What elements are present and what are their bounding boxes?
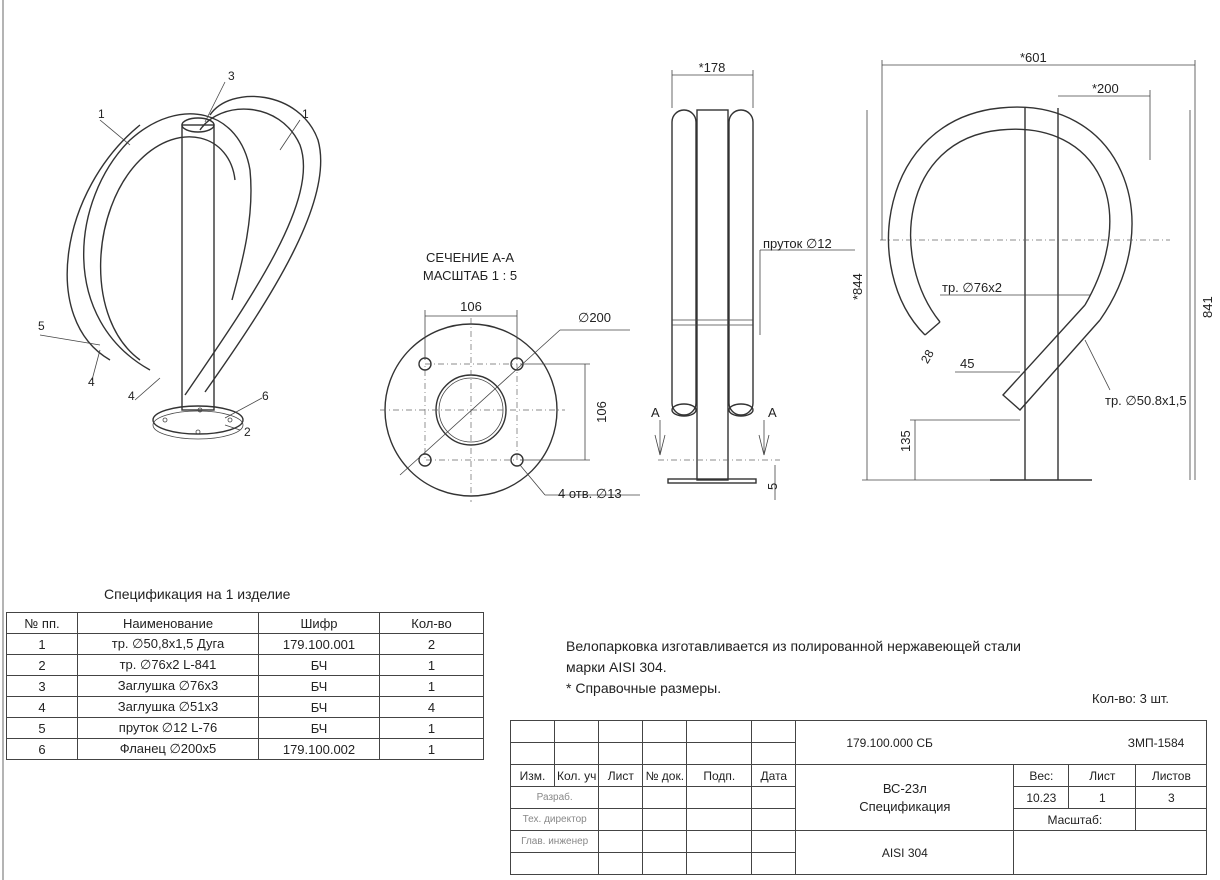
- cell: тр. ∅76x2 L-841: [77, 654, 259, 676]
- role-developer: Разраб.: [509, 786, 600, 809]
- spec-title: Спецификация на 1 изделие: [104, 586, 291, 602]
- role-tech-director: Тех. директор: [509, 808, 600, 831]
- section-mark-right: A: [768, 405, 777, 420]
- cell: 1: [379, 738, 484, 760]
- weight-value: 10.23: [1013, 786, 1070, 809]
- dim-5: 5: [765, 483, 780, 490]
- callout-1b: 1: [302, 107, 309, 121]
- cell: 1: [379, 654, 484, 676]
- front-view: [862, 60, 1196, 481]
- sheet-value: 1: [1068, 786, 1137, 809]
- role-chief-engineer: Глав. инженер: [509, 830, 600, 853]
- col-qty: Кол-во: [379, 612, 484, 634]
- dim-844: *844: [850, 273, 865, 300]
- cell: 6: [6, 738, 78, 760]
- section-scale: МАСШТАБ 1 : 5: [423, 268, 517, 283]
- section-view: [380, 310, 640, 502]
- cell: Заглушка ∅76x3: [77, 675, 259, 697]
- callout-4a: 4: [88, 375, 95, 389]
- scale-label: Масштаб:: [1013, 808, 1137, 831]
- dim-178: *178: [699, 60, 726, 75]
- callout-3: 3: [228, 69, 235, 83]
- post: [181, 124, 215, 411]
- cell: 1: [6, 633, 78, 655]
- sheets-label: Листов: [1135, 764, 1208, 787]
- dim-601: *601: [1020, 50, 1047, 65]
- section-title: СЕЧЕНИЕ А-А: [426, 250, 514, 265]
- note-line-3: * Справочные размеры.: [566, 680, 722, 696]
- document-type: Спецификация: [859, 798, 951, 814]
- cell: тр. ∅50,8x1,5 Дуга: [77, 633, 259, 655]
- col-num: № пп.: [6, 612, 78, 634]
- cell: 4: [379, 696, 484, 718]
- dim-106-h: 106: [594, 401, 609, 423]
- col-list: Лист: [598, 764, 644, 787]
- product-name: ВС-23л: [882, 780, 927, 796]
- spec-header-row: № пп. Наименование Шифр Кол-во: [6, 612, 484, 634]
- callout-6: 6: [262, 389, 269, 403]
- cell: 1: [379, 675, 484, 697]
- arc-tube-left-outer: [83, 113, 252, 371]
- pipe76-label: тр. ∅76x2: [942, 280, 1002, 295]
- cell: 1: [379, 717, 484, 739]
- col-doc: № док.: [642, 764, 688, 787]
- callout-1a: 1: [98, 107, 105, 121]
- note-line-1: Велопарковка изготавливается из полирова…: [566, 638, 1021, 654]
- callout-2: 2: [244, 425, 251, 439]
- cell: Фланец ∅200x5: [77, 738, 259, 760]
- dim-841: 841: [1200, 296, 1215, 318]
- weight-label: Вес:: [1013, 764, 1070, 787]
- cell: пруток ∅12 L-76: [77, 717, 259, 739]
- dim-dia-200: ∅200: [578, 310, 611, 325]
- dim-106-w: 106: [460, 299, 482, 314]
- rod-label: пруток ∅12: [763, 236, 832, 251]
- cell: БЧ: [258, 717, 380, 739]
- cell: БЧ: [258, 654, 380, 676]
- section-mark-left: A: [651, 405, 660, 420]
- cell: БЧ: [258, 696, 380, 718]
- cell: Заглушка ∅51x3: [77, 696, 259, 718]
- cell: 5: [6, 717, 78, 739]
- title-block: 179.100.000 СБ ЗМП-1584 Изм. Кол. уч Лис…: [509, 720, 1208, 875]
- col-izm: Изм.: [510, 764, 555, 787]
- col-code: Шифр: [258, 612, 380, 634]
- cell: 3: [6, 675, 78, 697]
- callout-5: 5: [38, 319, 45, 333]
- callout-4b: 4: [128, 389, 135, 403]
- drawing-code: 179.100.000 СБ: [846, 735, 933, 750]
- col-sign: Подп.: [686, 764, 753, 787]
- pipe50-label: тр. ∅50.8x1,5: [1105, 393, 1187, 408]
- cell: 179.100.001: [258, 633, 380, 655]
- dim-200: *200: [1092, 81, 1119, 96]
- dim-45: 45: [960, 356, 974, 371]
- drawing-number: ЗМП-1584: [1127, 735, 1185, 750]
- cell: 4: [6, 696, 78, 718]
- cell: БЧ: [258, 675, 380, 697]
- dim-135: 135: [898, 430, 913, 452]
- dim-28: 28: [918, 347, 937, 366]
- sheet-label: Лист: [1068, 764, 1137, 787]
- side-view: [654, 70, 855, 500]
- cell: 2: [379, 633, 484, 655]
- quantity-note: Кол-во: 3 шт.: [1092, 691, 1170, 706]
- cell: 179.100.002: [258, 738, 380, 760]
- isometric-view: [39, 81, 322, 440]
- col-date: Дата: [751, 764, 797, 787]
- material: AISI 304: [795, 830, 1015, 875]
- col-name: Наименование: [77, 612, 259, 634]
- holes-label: 4 отв. ∅13: [558, 486, 622, 501]
- cell: 2: [6, 654, 78, 676]
- sheets-value: 3: [1135, 786, 1208, 809]
- note-line-2: марки AISI 304.: [566, 659, 667, 675]
- col-kol: Кол. уч: [553, 764, 600, 787]
